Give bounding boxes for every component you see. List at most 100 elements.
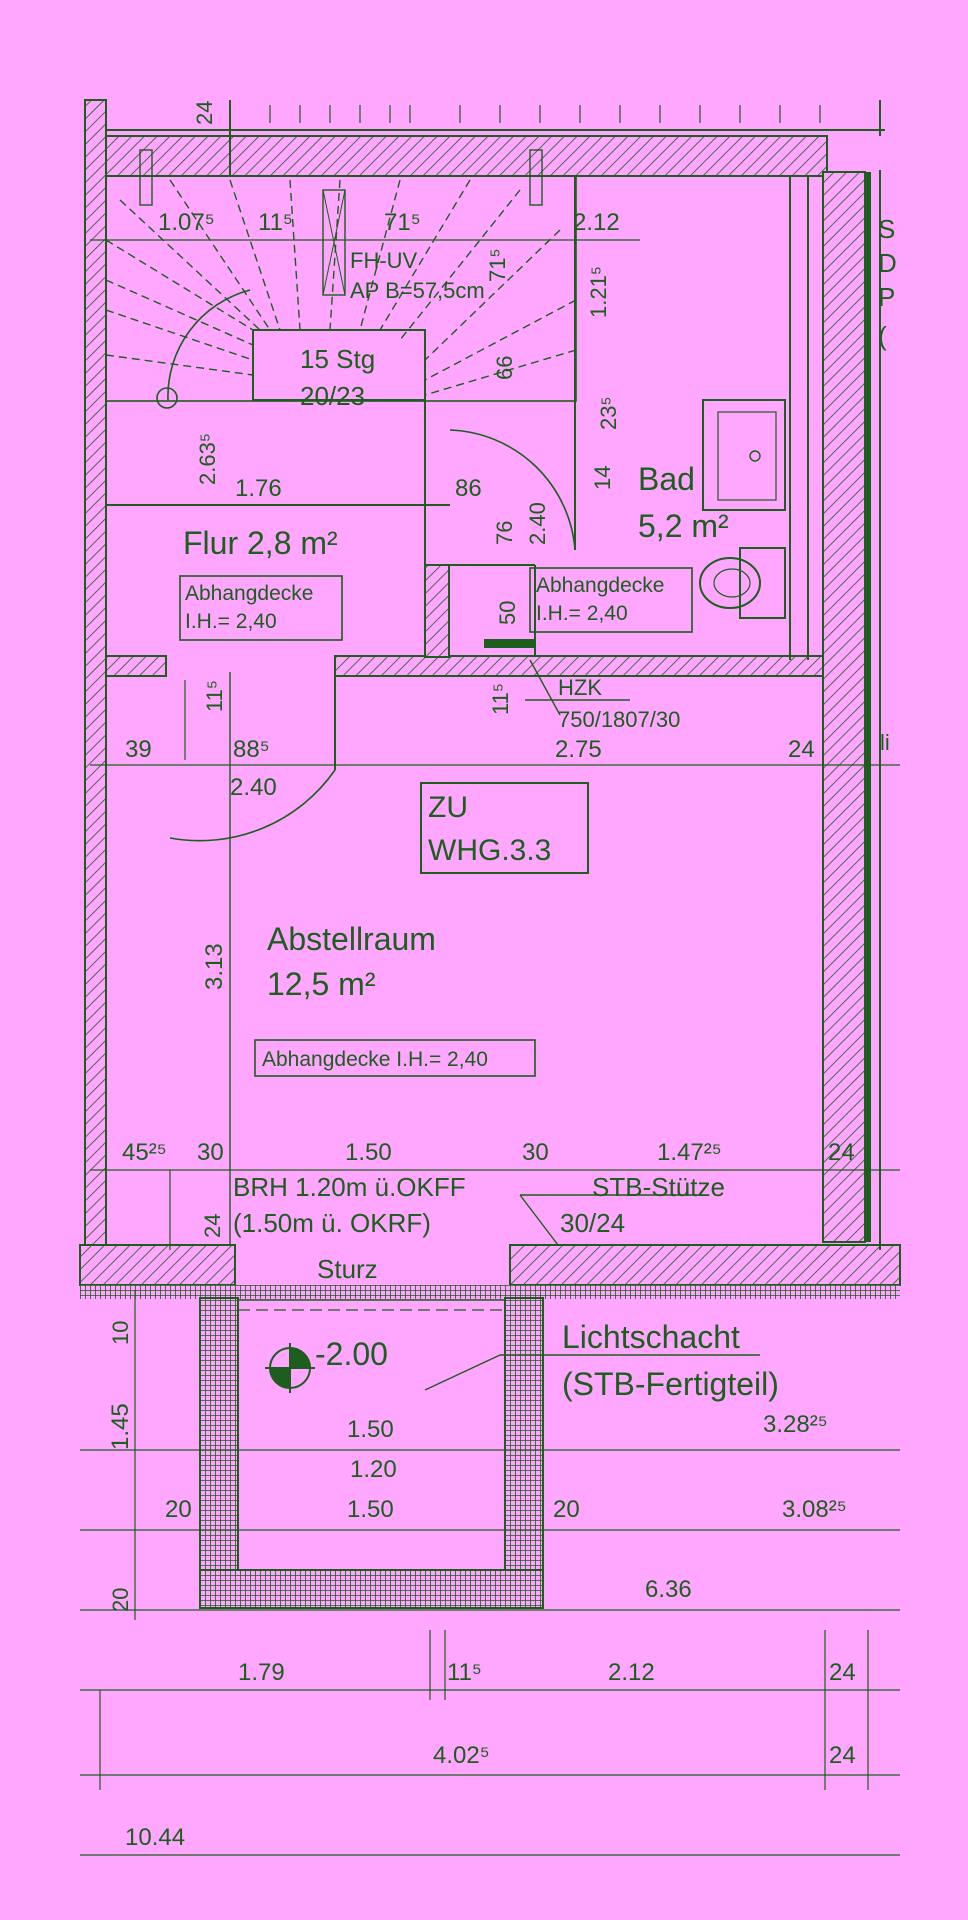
dim-d115: 11⁵: [447, 1659, 482, 1686]
dim-v23: 23⁵: [596, 396, 621, 430]
dim-v24: 24: [200, 1214, 225, 1238]
dim-s150a: 1.50: [347, 1416, 394, 1443]
dim-v14: 14: [590, 466, 615, 490]
dim-v50: 50: [495, 601, 520, 625]
flur-ceiling-l2: I.H.= 2,40: [185, 610, 277, 633]
hzk-l2: 750/1807/30: [558, 707, 680, 732]
dim-s20r: 20: [553, 1496, 580, 1523]
window-l2: (1.50m ü. OKRF): [233, 1208, 431, 1238]
dim-w885: 88⁵: [233, 736, 270, 763]
dim-d212: 2.12: [608, 1659, 655, 1686]
stair-ratio: 20/23: [300, 381, 365, 411]
bad-area: 5,2 m²: [638, 508, 729, 544]
mid-wall-right: [334, 655, 824, 677]
left-wall: [84, 99, 107, 1251]
dim-d179: 1.79: [238, 1659, 285, 1686]
dim-w24b: 24: [828, 1139, 855, 1166]
dim-d4025: 4.02⁵: [433, 1742, 490, 1769]
dim-v240d: 2.40: [525, 502, 550, 545]
abstellraum-area: 12,5 m²: [267, 966, 376, 1002]
dim-w30a: 30: [197, 1139, 224, 1166]
cut-label-li: li: [880, 730, 890, 755]
dim-stair-w2: 11⁵: [258, 209, 293, 236]
dim-d328: 3.28²⁵: [763, 1411, 828, 1438]
bad-fixtures: [484, 176, 809, 660]
dim-v76: 76: [492, 521, 517, 545]
dim-v145: 1.45: [107, 1403, 134, 1450]
dim-stair-w3: 71⁵: [384, 209, 421, 236]
lintel-label: Sturz: [317, 1254, 378, 1284]
zu-l1: ZU: [428, 791, 468, 824]
bottom-wall-right: [509, 1244, 901, 1286]
abstellraum-ceiling: Abhangdecke I.H.= 2,40: [262, 1048, 488, 1071]
window-l1: BRH 1.20m ü.OKFF: [233, 1172, 466, 1202]
dim-s120: 1.20: [350, 1456, 397, 1483]
level-label: -2.00: [315, 1336, 388, 1372]
dimension-lines: [80, 239, 900, 1856]
dim-s20l: 20: [165, 1496, 192, 1523]
cut-label-p: P: [878, 282, 895, 312]
dim-d636: 6.36: [645, 1576, 692, 1603]
mid-wall-left: [105, 655, 167, 677]
toilet-tank: [739, 547, 786, 619]
top-wall: [84, 135, 828, 177]
abstellraum-name: Abstellraum: [267, 921, 436, 957]
fh-uv-l2: AP B=57,5cm: [350, 278, 485, 303]
right-wall: [822, 171, 866, 1243]
radiator-hzk: [484, 639, 536, 648]
dim-v115b: 11⁵: [488, 683, 513, 715]
dim-w39: 39: [125, 736, 152, 763]
light-shaft: [80, 1285, 900, 1609]
dim-top-wall: 24: [192, 101, 217, 125]
cut-label-paren: (: [878, 321, 887, 351]
washbasin: [702, 399, 786, 511]
flur-bad-wall: [424, 564, 450, 658]
dim-v71: 71⁵: [485, 248, 510, 282]
bad-name: Bad: [638, 461, 695, 497]
column-l2: 30/24: [560, 1208, 625, 1238]
fh-uv-l1: FH-UV: [350, 248, 418, 273]
labels: 24 1.07⁵ 11⁵ 71⁵ 2.12 FH-UV AP B=57,5cm …: [107, 101, 897, 1851]
dim-w240: 2.40: [230, 774, 277, 801]
dim-d24b: 24: [829, 1742, 856, 1769]
dim-w147: 1.47²⁵: [657, 1139, 722, 1166]
doors: [169, 672, 336, 1245]
toilet-bowl: [699, 557, 761, 609]
dim-v115a: 11⁵: [202, 680, 227, 712]
hzk-l1: HZK: [558, 675, 602, 700]
bottom-wall-left: [79, 1244, 236, 1286]
dim-v263: 2.63⁵: [195, 433, 220, 485]
dim-w150: 1.50: [345, 1139, 392, 1166]
dim-d308: 3.08²⁵: [782, 1496, 847, 1523]
dim-v66: 66: [492, 356, 517, 380]
flur-ceiling-l1: Abhangdecke: [185, 582, 313, 605]
walls: [79, 99, 901, 1286]
dim-w24r: 24: [788, 736, 815, 763]
cut-label-d: D: [878, 248, 897, 278]
right-unit-wall: [865, 172, 871, 1242]
flur-name: Flur 2,8 m²: [183, 525, 338, 561]
shaft-l1: Lichtschacht: [562, 1319, 740, 1355]
dim-v10: 10: [108, 1321, 133, 1345]
zu-box: [420, 782, 589, 874]
dim-v121: 1.21⁵: [586, 266, 611, 318]
zu-l2: WHG.3.3: [428, 834, 551, 867]
cut-label-s: S: [878, 214, 895, 244]
bad-ceiling-l2: I.H.= 2,40: [536, 602, 628, 625]
dim-v313: 3.13: [201, 943, 228, 990]
flur-partition: [106, 176, 576, 656]
top-parapet: [105, 100, 885, 175]
dim-w45: 45²⁵: [122, 1139, 167, 1166]
dim-stair-w1: 1.07⁵: [158, 209, 215, 236]
column-l1: STB-Stütze: [592, 1172, 725, 1202]
dim-w176: 1.76: [235, 475, 282, 502]
leader-lines: [424, 659, 760, 1391]
dim-v20: 20: [108, 1588, 133, 1612]
dim-w86: 86: [455, 475, 482, 502]
dim-d24a: 24: [829, 1659, 856, 1686]
bad-ceiling-l1: Abhangdecke: [536, 574, 664, 597]
dim-w275: 2.75: [555, 736, 602, 763]
dim-d1044: 10.44: [125, 1824, 185, 1851]
dim-s150b: 1.50: [347, 1496, 394, 1523]
shaft-l2: (STB-Fertigteil): [562, 1366, 779, 1402]
